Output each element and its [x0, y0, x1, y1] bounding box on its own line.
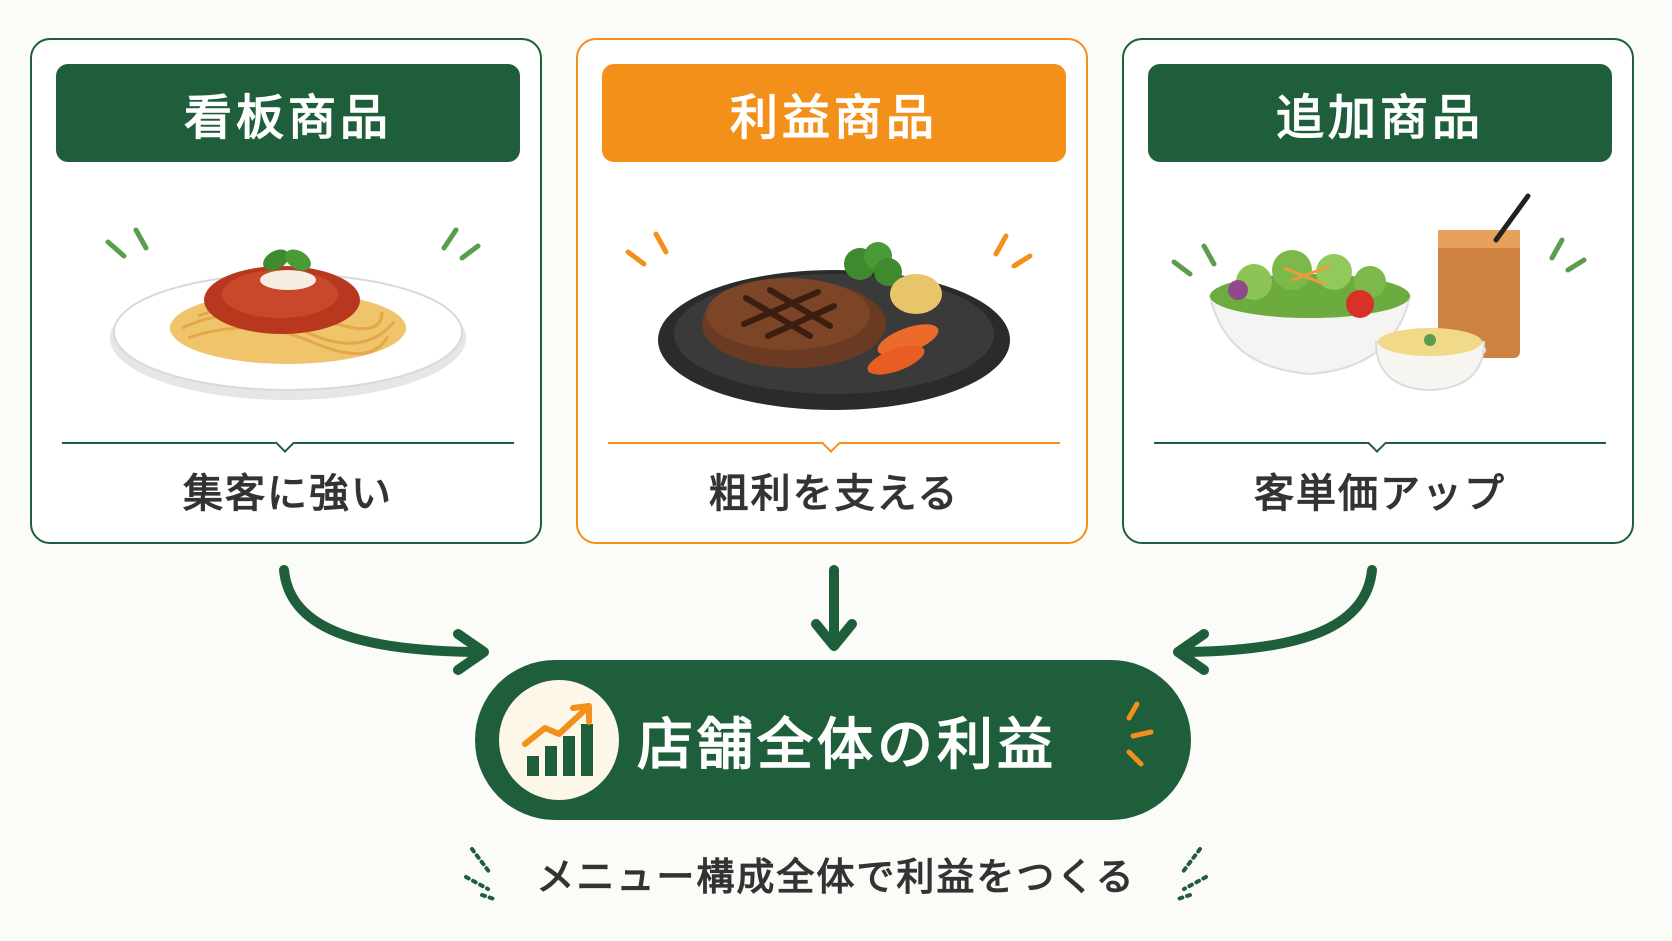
card-profit-product: 利益商品 粗利を支える — [576, 38, 1088, 544]
sparkle-right-icon — [1175, 847, 1208, 901]
total-profit-badge: 店舗全体の利益 — [475, 660, 1191, 820]
salad-soup-drink-icon — [1171, 193, 1587, 392]
tagline-text: メニュー構成全体で利益をつくる — [536, 854, 1136, 899]
card-title: 看板商品 — [56, 64, 520, 162]
arrow-left — [279, 565, 477, 657]
card-add-on-product: 追加商品 客単価アップ — [1122, 38, 1634, 544]
sparkle-left-icon — [464, 847, 497, 901]
sparkle-icon — [1126, 701, 1154, 767]
flow-arrows — [279, 565, 1377, 675]
card-title: 追加商品 — [1148, 64, 1612, 162]
tagline: メニュー構成全体で利益をつくる — [430, 838, 1242, 908]
card-caption: 粗利を支える — [708, 471, 960, 517]
spaghetti-plate-icon — [105, 227, 481, 400]
profit-chart-icon — [499, 680, 619, 800]
card-caption: 集客に強い — [183, 471, 393, 517]
card-title: 利益商品 — [602, 64, 1066, 162]
hamburg-steak-plate-icon — [625, 231, 1033, 410]
total-profit-label: 店舗全体の利益 — [637, 712, 1057, 778]
arrow-right — [1185, 565, 1377, 657]
card-caption: 客単価アップ — [1254, 471, 1506, 517]
card-signature-product: 看板商品 集客に強い — [30, 38, 542, 544]
